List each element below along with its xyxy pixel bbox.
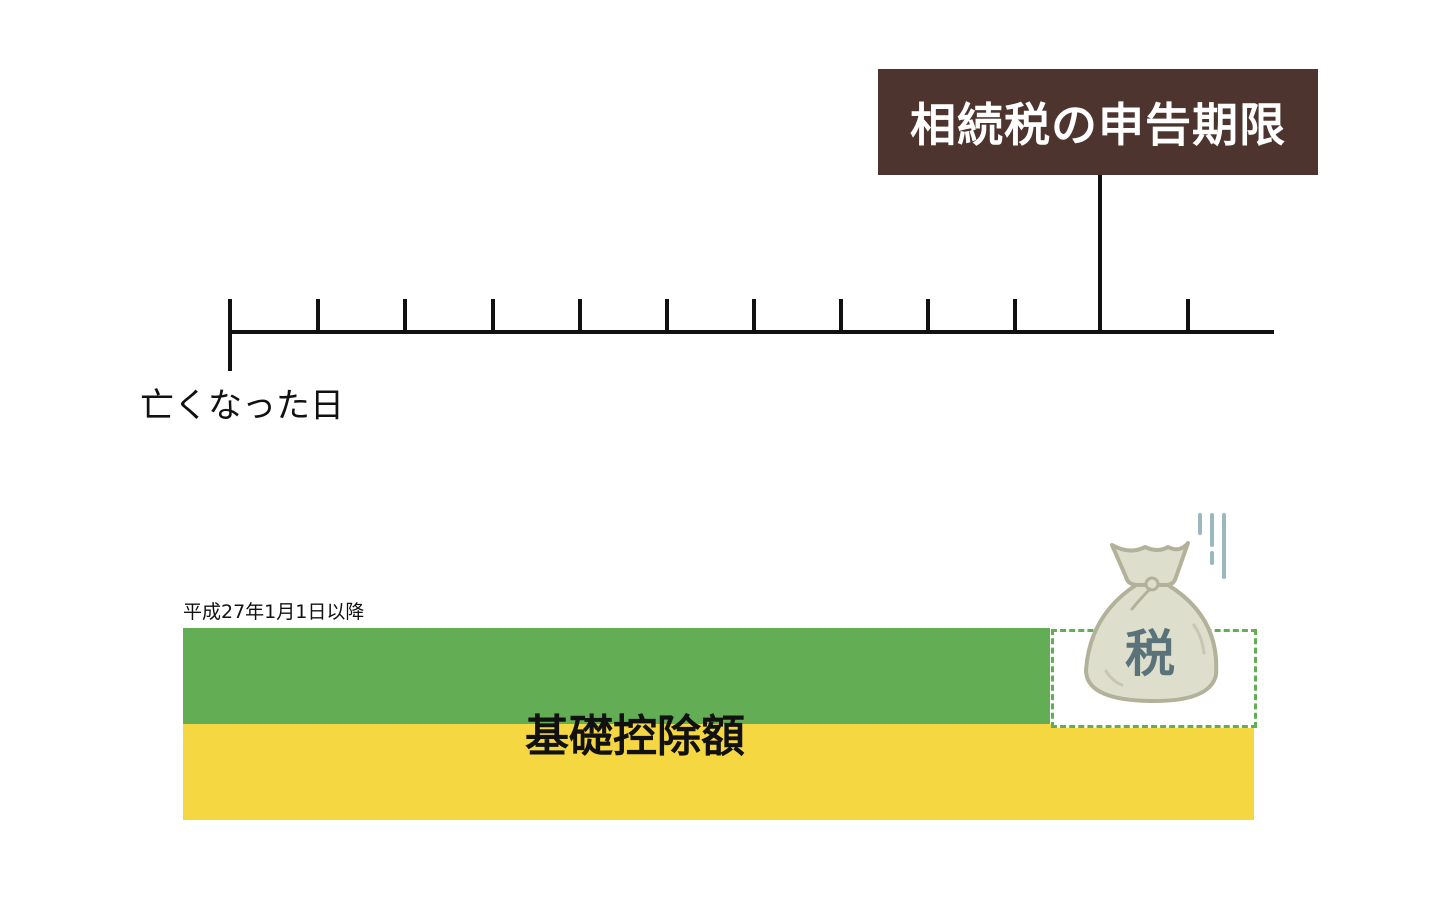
timeline-tick: [839, 299, 843, 331]
estate-total-bar: [183, 724, 1254, 820]
timeline-start-tick: [228, 299, 232, 371]
timeline-tick: [752, 299, 756, 331]
timeline-tick: [316, 299, 320, 331]
deadline-marker-line: [1098, 175, 1102, 333]
deadline-label: 相続税の申告期限: [910, 98, 1286, 152]
tax-character: 税: [1125, 625, 1175, 683]
tax-money-bag-icon: 税: [1084, 513, 1226, 704]
timeline-tick: [665, 299, 669, 331]
timeline-tick: [1186, 299, 1190, 331]
timeline-tick: [491, 299, 495, 331]
timeline-tick: [403, 299, 407, 331]
effective-date-label: 平成27年1月1日以降: [183, 601, 365, 623]
deadline-label-box: 相続税の申告期限: [878, 69, 1318, 175]
timeline-tick: [1013, 299, 1017, 331]
start-label: 亡くなった日: [140, 386, 344, 426]
timeline-axis: [230, 330, 1274, 334]
motion-lines-icon: [1198, 513, 1226, 579]
base-deduction-bar: [183, 628, 1050, 724]
base-deduction-label: 基礎控除額: [525, 711, 745, 762]
timeline-tick: [926, 299, 930, 331]
timeline-tick: [578, 299, 582, 331]
